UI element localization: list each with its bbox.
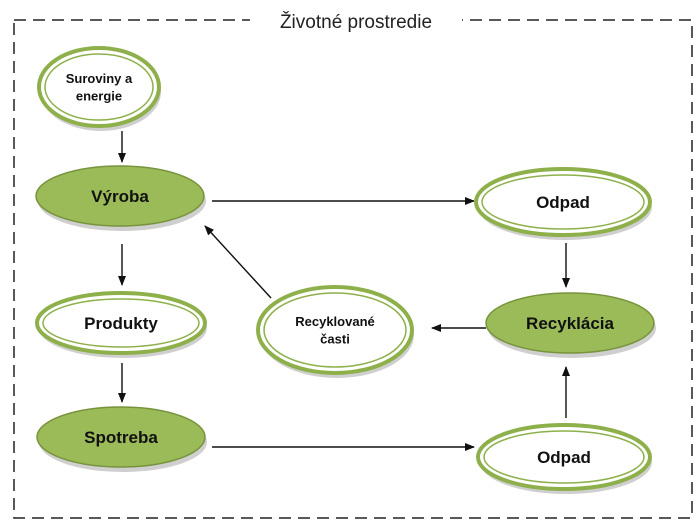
node-shape [485,292,655,354]
node-odpad-bottom: Odpad [476,423,652,494]
node-label: Recyklované [295,314,375,329]
node-label: Výroba [91,187,149,206]
node-recyklacia: Recyklácia [485,292,656,358]
node-produkty: Produkty [35,291,207,358]
node-inner-ring [481,174,645,230]
node-recyklovane: Recyklované časti [256,285,414,378]
node-odpad-top: Odpad [474,167,652,240]
node-shape [35,165,205,227]
node-label: časti [320,331,350,346]
node-spotreba: Spotreba [36,406,207,472]
node-shape [474,167,652,237]
node-label: energie [76,88,122,103]
node-inner-ring [44,53,154,121]
arrow-recyklovane-to-vyroba [204,225,272,299]
node-inner-ring [263,292,407,368]
node-inner-ring [483,430,645,484]
node-shape [35,291,207,355]
node-shape [36,406,206,468]
node-label: Suroviny a [66,71,133,86]
frame-title-gap [250,8,462,34]
node-label: Odpad [537,448,591,467]
node-label: Recyklácia [526,314,614,333]
node-vyroba: Výroba [35,165,206,231]
node-label: Odpad [536,193,590,212]
frame-title: Životné prostredie [280,11,432,33]
node-shape [256,285,414,375]
node-suroviny: Suroviny a energie [37,46,161,131]
node-label: Produkty [84,314,158,333]
node-shape [476,423,652,491]
node-label: Spotreba [84,428,158,447]
node-shape [37,46,161,128]
edges-layer [118,131,570,451]
node-inner-ring [42,298,200,348]
